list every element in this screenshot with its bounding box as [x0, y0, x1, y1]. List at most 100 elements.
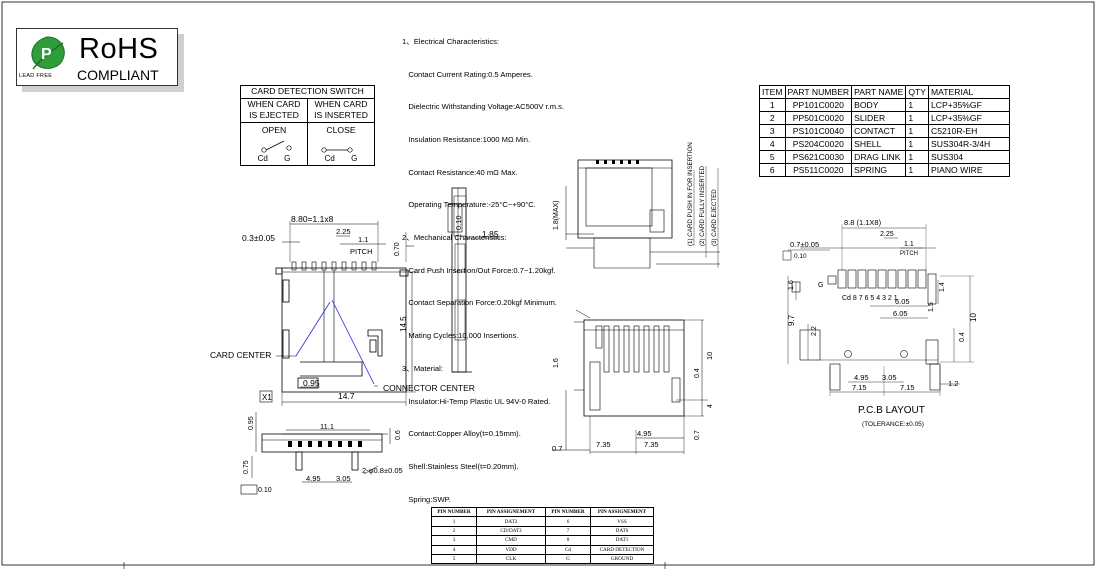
iso-dim-max: 1.8(MAX) [553, 200, 560, 230]
table-row: 3 PS101C0040 CONTACT 1 C5210R-EH [759, 124, 1010, 138]
table-row: 1 PP101C0020 BODY 1 LCP+35%GF [759, 98, 1010, 112]
table-row: 6 PS511C0020 SPRING 1 PIANO WIRE [759, 163, 1010, 177]
pcb-dim-605a: 6.05 [895, 297, 910, 306]
spec-line: Shell:Stainless Steel(t=0.20mm). [402, 461, 519, 471]
connector-center-label: CONNECTOR CENTER [383, 383, 475, 393]
bottom-dim-10: 10 [705, 352, 714, 360]
pin-number: 5 [431, 553, 477, 565]
part-name: DRAG LINK [851, 150, 907, 164]
part-qty: 1 [905, 98, 929, 112]
table-row: 3 CMD 8 DAT1 [431, 535, 654, 546]
spec-line: Contact Current Rating:0.5 Amperes. [402, 69, 533, 79]
pcb-dim-715b: 7.15 [900, 383, 915, 392]
card-detection-table: CARD DETECTION SWITCH WHEN CARD IS EJECT… [240, 85, 375, 166]
dim-225: 2.25 [336, 227, 351, 236]
front-dim-111: 11.1 [320, 422, 334, 431]
cds-col1-line2: IS EJECTED [249, 110, 299, 120]
cds-col1-header: WHEN CARD IS EJECTED [240, 97, 308, 123]
bottom-dim-4: 4 [707, 404, 714, 408]
spec-line: Insulation Resistance:1000 MΩ Min. [402, 134, 531, 144]
pin-header: PIN NUMBER [431, 506, 477, 518]
connector-bottom-view [552, 309, 708, 454]
part-qty: 1 [905, 111, 929, 125]
parts-header: MATERIAL [928, 85, 1010, 99]
dimension-labels: 8.80=1.1x8 0.3±0.05 2.25 1.1 PITCH 0.70 … [210, 142, 978, 494]
pcb-dim-12: 1.2 [948, 379, 958, 388]
part-qty: 1 [905, 150, 929, 164]
spec-line: Insulator:Hi-Temp Plastic UL 94V-0 Rated… [402, 396, 551, 406]
bottom-dim-07a: 0.7 [552, 444, 562, 453]
parts-header: QTY [905, 85, 929, 99]
part-item: 6 [759, 163, 786, 177]
pin-number: 1 [431, 516, 477, 527]
pin-header: PIN NUMBER [545, 506, 591, 518]
iso-label-push: (1) CARD PUSH IN FOR INSERTION [687, 142, 694, 246]
cds-close-cell: CLOSE Cd G [307, 121, 375, 166]
rohs-badge: P LEAD FREE RoHS COMPLIANT [16, 28, 178, 86]
pitch-label: PITCH [350, 247, 373, 256]
front-dim-305: 3.05 [336, 474, 351, 483]
table-row: 1 DAT2 6 VSS [431, 516, 654, 527]
pcb-dim-11: 1.1 [904, 241, 914, 248]
spec-line: Contact Separation Force:0.20kgf Minimum… [402, 298, 557, 308]
bottom-dim-735b: 7.35 [644, 440, 659, 449]
cds-open-cell: OPEN Cd G [240, 121, 308, 166]
lead-free-label: LEAD FREE [19, 73, 53, 79]
spec-line: 3、Material: [402, 363, 443, 373]
pin-assignment: DAT2 [476, 516, 546, 527]
pcb-pad-numbers: Cd 8 7 6 5 4 3 2 1 [842, 295, 898, 302]
dim-edge: 0.3±0.05 [242, 233, 275, 243]
table-row: 5 CLK G GROUND [431, 553, 654, 565]
part-material: SUS304R-3/4H [928, 137, 1010, 151]
pcb-dim-97: 9.7 [787, 314, 796, 326]
rohs-subtitle: COMPLIANT [77, 67, 159, 83]
pin-assignment: CLK [476, 553, 546, 565]
rohs-title: RoHS [79, 33, 159, 65]
part-number: PS621C0030 [784, 150, 853, 164]
datum-x1: X1 [262, 393, 272, 402]
pcb-dim-04: 0.4 [959, 332, 966, 342]
cds-col2-line1: WHEN CARD [314, 98, 368, 109]
pin-number: 6 [545, 516, 591, 527]
pin-header: PIN ASSIGNEMENT [476, 506, 546, 518]
spec-line: 1、Electrical Characteristics: [402, 36, 500, 46]
cds-col2-line2: IS INSERTED [314, 110, 368, 120]
part-item: 2 [759, 111, 786, 125]
bottom-dim-07b: 0.7 [694, 430, 701, 440]
part-material: LCP+35%GF [928, 98, 1010, 112]
pin-assignment-table: PIN NUMBER PIN ASSIGNEMENT PIN NUMBER PI… [431, 506, 654, 565]
part-item: 5 [759, 150, 786, 164]
pin-number: 3 [431, 535, 477, 546]
parts-header-row: ITEM PART NUMBER PART NAME QTY MATERIAL [759, 85, 1010, 99]
pcb-dim-10: 10 [969, 313, 978, 322]
cds-col2-header: WHEN CARD IS INSERTED [307, 97, 375, 123]
leaf-letter: P [41, 46, 52, 63]
part-number: PS511C0020 [784, 163, 853, 177]
front-dim-06: 0.6 [395, 430, 402, 440]
part-material: LCP+35%GF [928, 111, 1010, 125]
part-qty: 1 [905, 163, 929, 177]
spec-line: 2、Mechanical Characteristics: [402, 233, 507, 243]
bottom-dim-495: 4.95 [637, 429, 652, 438]
pcb-dim-16: 1.6 [788, 280, 795, 290]
iso-label-ejected: (3) CARD EJECTED [711, 189, 718, 246]
spec-line: Spring:SWP. [402, 494, 451, 504]
pin-number: 8 [545, 535, 591, 546]
part-number: PP101C0020 [784, 98, 853, 112]
connector-front-view [240, 412, 391, 495]
pcb-dim-14: 1.4 [939, 282, 946, 292]
pcb-dim-495: 4.95 [854, 373, 869, 382]
dim-pitch-total: 8.80=1.1x8 [291, 214, 334, 224]
front-dim-075: 0.75 [243, 460, 250, 474]
table-row: 2 CD/DAT3 7 DAT0 [431, 525, 654, 537]
pcb-layout-drawing [782, 224, 974, 396]
connector-top-view [259, 221, 416, 406]
pcb-dim-07: 0.7±0.05 [790, 240, 819, 249]
pcb-dim-88: 8.8 (1.1X8) [844, 218, 882, 227]
table-row: 4 VDD Cd CARD DETECTION [431, 544, 654, 555]
cds-close-pins: Cd G [310, 153, 372, 165]
iso-label-inserted: (2) CARD FULLY INSERTED [699, 165, 706, 246]
part-number: PP501C0020 [784, 111, 853, 125]
